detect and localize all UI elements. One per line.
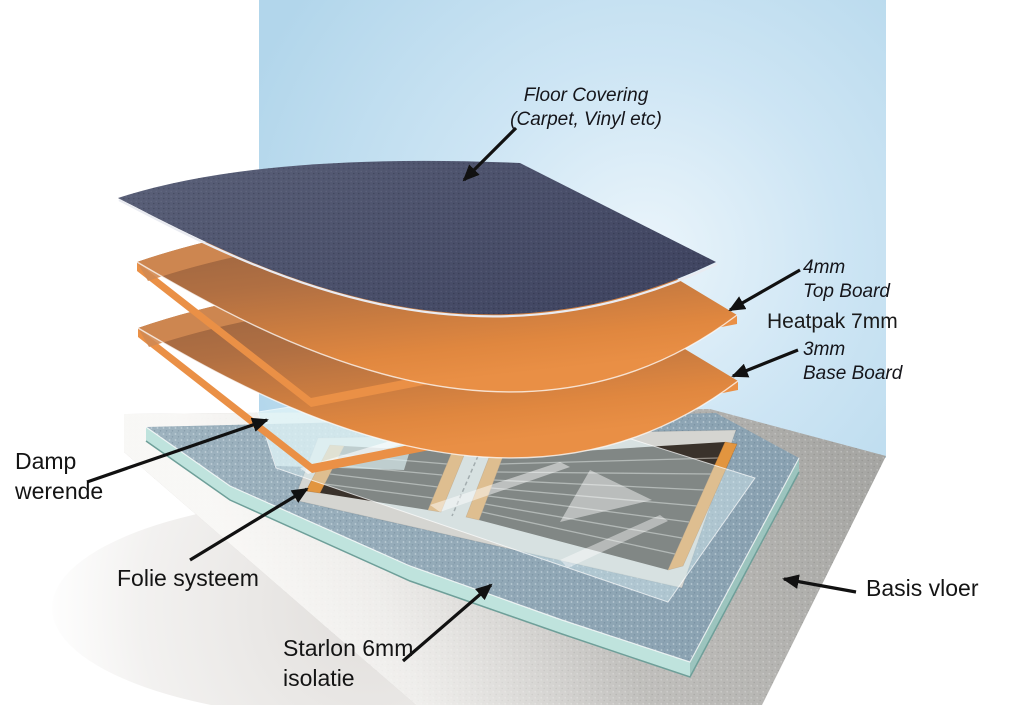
label-damp-werende-line1: Damp <box>15 448 77 474</box>
label-top-board-line2: Top Board <box>803 281 890 302</box>
foil-busbar <box>667 441 738 571</box>
arrow-base-board <box>731 348 799 378</box>
label-floor-covering-line2: (Carpet, Vinyl etc) <box>510 109 662 130</box>
label-floor-covering: Floor Covering (Carpet, Vinyl etc) <box>468 84 704 132</box>
label-base-board: 3mm Base Board <box>803 338 902 386</box>
arrow-basis-vloer <box>782 574 857 594</box>
insulation-front-edge <box>146 427 690 677</box>
arrow-damp-werende <box>86 417 269 484</box>
label-starlon: Starlon 6mm isolatie <box>283 633 413 693</box>
label-starlon-line2: isolatie <box>283 665 355 691</box>
arrow-top-board <box>728 268 801 312</box>
label-folie-systeem: Folie systeem <box>117 565 259 591</box>
arrow-folie-systeem <box>189 487 309 562</box>
label-starlon-line1: Starlon 6mm <box>283 635 414 661</box>
annotation-arrows <box>86 126 857 663</box>
label-base-board-line2: Base Board <box>803 363 903 384</box>
foil-center-seam <box>451 455 479 517</box>
foil-mat-right-lines <box>481 457 719 555</box>
arrow-floor-covering <box>462 126 518 182</box>
label-basis-vloer: Basis vloer <box>866 575 979 601</box>
label-heatpak: Heatpak 7mm <box>767 310 898 333</box>
label-damp-werende: Damp werende <box>15 446 103 506</box>
label-top-board-line1: 4mm <box>803 257 846 278</box>
label-floor-covering-line1: Floor Covering <box>523 85 649 106</box>
floor-covering-layer <box>118 160 718 318</box>
label-base-board-line1: 3mm <box>803 339 846 360</box>
heating-foil-system <box>293 429 738 589</box>
insulation-right-edge <box>690 458 799 677</box>
label-damp-werende-line2: werende <box>15 478 104 504</box>
label-top-board: 4mm Top Board <box>803 256 890 304</box>
arrow-starlon <box>401 583 493 663</box>
